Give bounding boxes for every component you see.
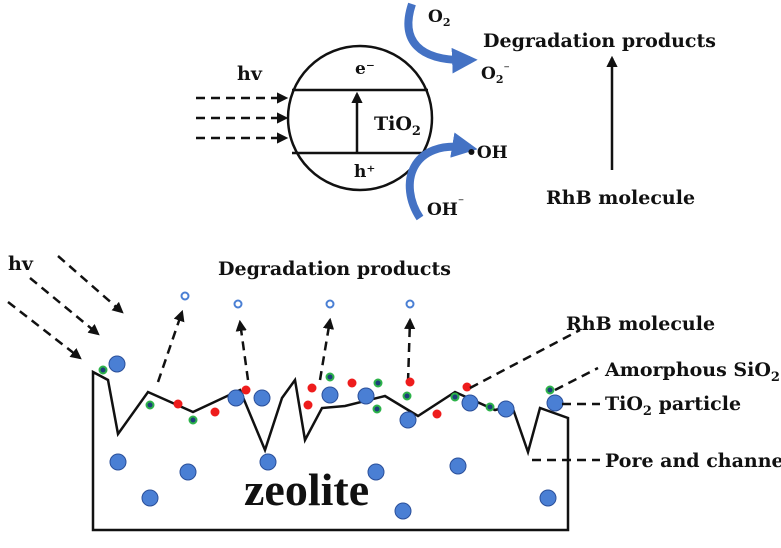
bottom-degradation-label: Degradation products [218, 258, 451, 280]
sio2-particle [485, 402, 495, 412]
rhb-molecule [462, 382, 472, 392]
tio2-particle-label: TiO2 particle [605, 393, 741, 419]
tio2-particle [321, 386, 339, 404]
bottom-light-arrow-2 [29, 277, 100, 336]
rhb-molecules [173, 377, 472, 419]
hydroxyl-radical-label: •OH [466, 143, 508, 163]
product-arrow-2 [235, 319, 250, 381]
tio2-particle [108, 355, 126, 373]
tio2-particle [179, 463, 197, 481]
hydroxide-label: OH⁻ [427, 195, 464, 220]
sio2-particle [373, 378, 383, 388]
rhb-molecule [307, 383, 317, 393]
tio2-particle [357, 387, 375, 405]
sio2-particle [98, 365, 108, 375]
rhb-molecule [303, 400, 313, 410]
rhb-molecule [241, 385, 251, 395]
rhb-leader [469, 328, 581, 390]
sio2-particle [450, 392, 460, 402]
top-mechanism: hv e⁻ h⁺ TiO2 O2 O2⁻ •OH OH⁻ Degradation… [196, 2, 716, 221]
tio2-particle [367, 463, 385, 481]
product-circle [233, 299, 243, 309]
sio2-particle [402, 391, 412, 401]
sio2-particle [145, 400, 155, 410]
electron-label: e⁻ [355, 59, 375, 79]
hole-label: h⁺ [354, 162, 375, 182]
tio2-particle [461, 394, 479, 412]
o2-label: O2 [428, 7, 450, 29]
tio2-particle [449, 457, 467, 475]
bottom-rhb-label: RhB molecule [566, 313, 715, 335]
product-arrow-3 [318, 317, 335, 381]
tio2-particle [539, 489, 557, 507]
bottom-hv-label: hv [8, 253, 34, 275]
tio2-particle [259, 453, 277, 471]
sio2-particle [188, 415, 198, 425]
hole-transfer-arrow [405, 132, 478, 221]
superoxide-label: O2⁻ [481, 62, 510, 86]
sio2-particle [372, 404, 382, 414]
top-rhb-label: RhB molecule [546, 187, 695, 209]
rhb-molecule [432, 409, 442, 419]
product-arrow-4 [404, 317, 416, 383]
bottom-zeolite: hv Degradation products zeolite [7, 253, 781, 532]
bottom-light-arrow-1 [57, 255, 124, 314]
surface-tio2-particles [108, 355, 564, 429]
sio2-particles [98, 365, 555, 425]
zeolite-label: zeolite [244, 464, 369, 515]
electron-transfer-arrow [404, 2, 478, 74]
rhb-molecule [347, 378, 357, 388]
pore-label: Pore and channel [605, 450, 781, 472]
tio2-particle [141, 489, 159, 507]
rhb-molecule [405, 377, 415, 387]
product-circle [405, 299, 415, 309]
tio2-particle [546, 394, 564, 412]
tio2-particle [399, 411, 417, 429]
sio2-particle [545, 385, 555, 395]
bottom-light-arrow-3 [7, 301, 82, 360]
product-arrow-1 [156, 309, 185, 383]
rhb-molecule [173, 399, 183, 409]
sio2-particle [325, 372, 335, 382]
tio2-label: TiO2 [374, 113, 421, 139]
rhb-molecule [210, 407, 220, 417]
sio2-leader [554, 366, 599, 392]
top-hv-label: hv [237, 63, 263, 85]
interior-tio2-particles [109, 453, 557, 520]
tio2-particle [394, 502, 412, 520]
tio2-particle [109, 453, 127, 471]
product-circle [180, 291, 190, 301]
tio2-particle [253, 389, 271, 407]
product-circle [325, 299, 335, 309]
top-degradation-label: Degradation products [483, 30, 716, 52]
tio2-particle [227, 389, 245, 407]
sio2-label: Amorphous SiO2 [604, 359, 780, 385]
tio2-particle [497, 400, 515, 418]
